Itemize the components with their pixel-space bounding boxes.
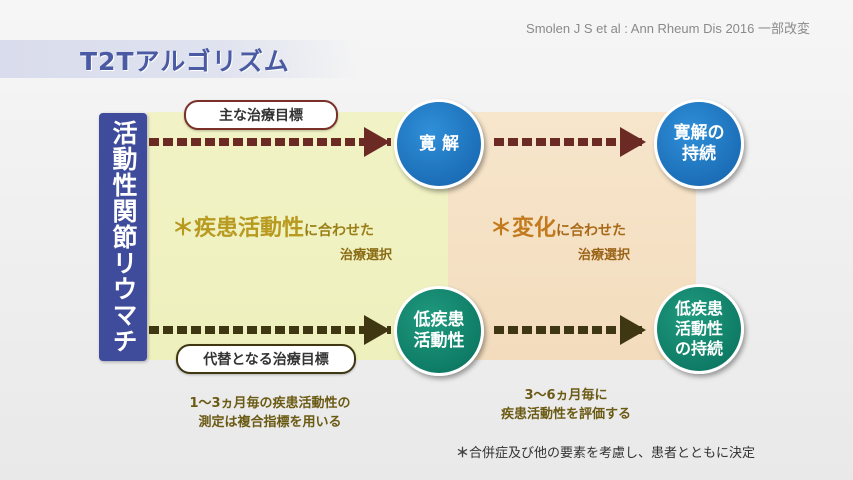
citation: Smolen J S et al : Ann Rheum Dis 2016 一部… <box>526 21 810 36</box>
sustained-remission-line2: 持続 <box>682 144 716 164</box>
title-band <box>0 40 360 78</box>
remission-circle: 寛 解 <box>394 99 484 189</box>
alternative-goal-text: 代替となる治療目標 <box>203 352 329 368</box>
right-zone-sub: 治療選択 <box>578 248 631 263</box>
low-activity-circle: 低疾患 活動性 <box>394 286 484 376</box>
sustained-low-activity-circle: 低疾患 活動性 の持続 <box>654 284 744 374</box>
right-note: 3〜6ヵ月毎に 疾患活動性を評価する <box>466 386 666 424</box>
left-zone-small: に合わせた <box>304 223 375 239</box>
sustained-low-activity-line2: 活動性 <box>674 319 723 338</box>
left-zone-sub: 治療選択 <box>340 248 393 263</box>
primary-goal-text: 主な治療目標 <box>219 108 303 124</box>
left-zone-main: 疾患活動性 <box>194 216 305 241</box>
footnote: ＊合併症及び他の要素を考慮し、患者とともに決定 <box>456 442 755 461</box>
alternative-goal-pill: 代替となる治療目標 <box>176 344 356 374</box>
left-note-line2: 測定は複合指標を用いる <box>198 415 342 430</box>
sustained-low-activity-line1: 低疾患 <box>674 299 723 318</box>
sustained-remission-circle: 寛解の 持続 <box>654 99 744 189</box>
footnote-mark: ＊ <box>456 446 470 461</box>
top-arrow-2-head <box>620 127 646 157</box>
page-title: T2Tアルゴリズム <box>80 47 290 76</box>
bottom-arrow-2-line <box>494 326 642 334</box>
right-zone-star: ＊ <box>490 216 513 241</box>
primary-goal-pill: 主な治療目標 <box>184 100 338 130</box>
low-activity-line2: 活動性 <box>413 331 465 351</box>
right-zone-main: 変化 <box>512 216 557 241</box>
low-activity-line1: 低疾患 <box>413 310 465 330</box>
right-zone-small: に合わせた <box>556 223 627 239</box>
top-arrow-1-head <box>364 127 390 157</box>
left-zone-heading: ＊疾患活動性に合わせた <box>172 210 374 242</box>
right-note-line1: 3〜6ヵ月毎に <box>524 388 608 403</box>
right-note-line2: 疾患活動性を評価する <box>500 407 631 422</box>
bottom-arrow-1-head <box>364 315 390 345</box>
bottom-arrow-1-line <box>149 326 391 334</box>
right-zone-heading: ＊変化に合わせた <box>490 210 626 242</box>
sustained-remission-line1: 寛解の <box>673 123 725 143</box>
bottom-arrow-2-head <box>620 315 646 345</box>
top-arrow-2-line <box>494 138 642 146</box>
top-arrow-1-line <box>149 138 391 146</box>
footnote-text: 合併症及び他の要素を考慮し、患者とともに決定 <box>469 446 756 461</box>
sustained-low-activity-line3: の持続 <box>674 339 723 358</box>
left-zone-star: ＊ <box>172 216 195 241</box>
active-ra-label-text: 活動性関節リウマチ <box>109 120 138 354</box>
active-ra-label: 活動性関節リウマチ <box>99 113 147 361</box>
left-note: 1〜3ヵ月毎の疾患活動性の 測定は複合指標を用いる <box>150 394 390 432</box>
remission-text: 寛 解 <box>419 133 459 154</box>
left-note-line1: 1〜3ヵ月毎の疾患活動性の <box>189 396 351 411</box>
